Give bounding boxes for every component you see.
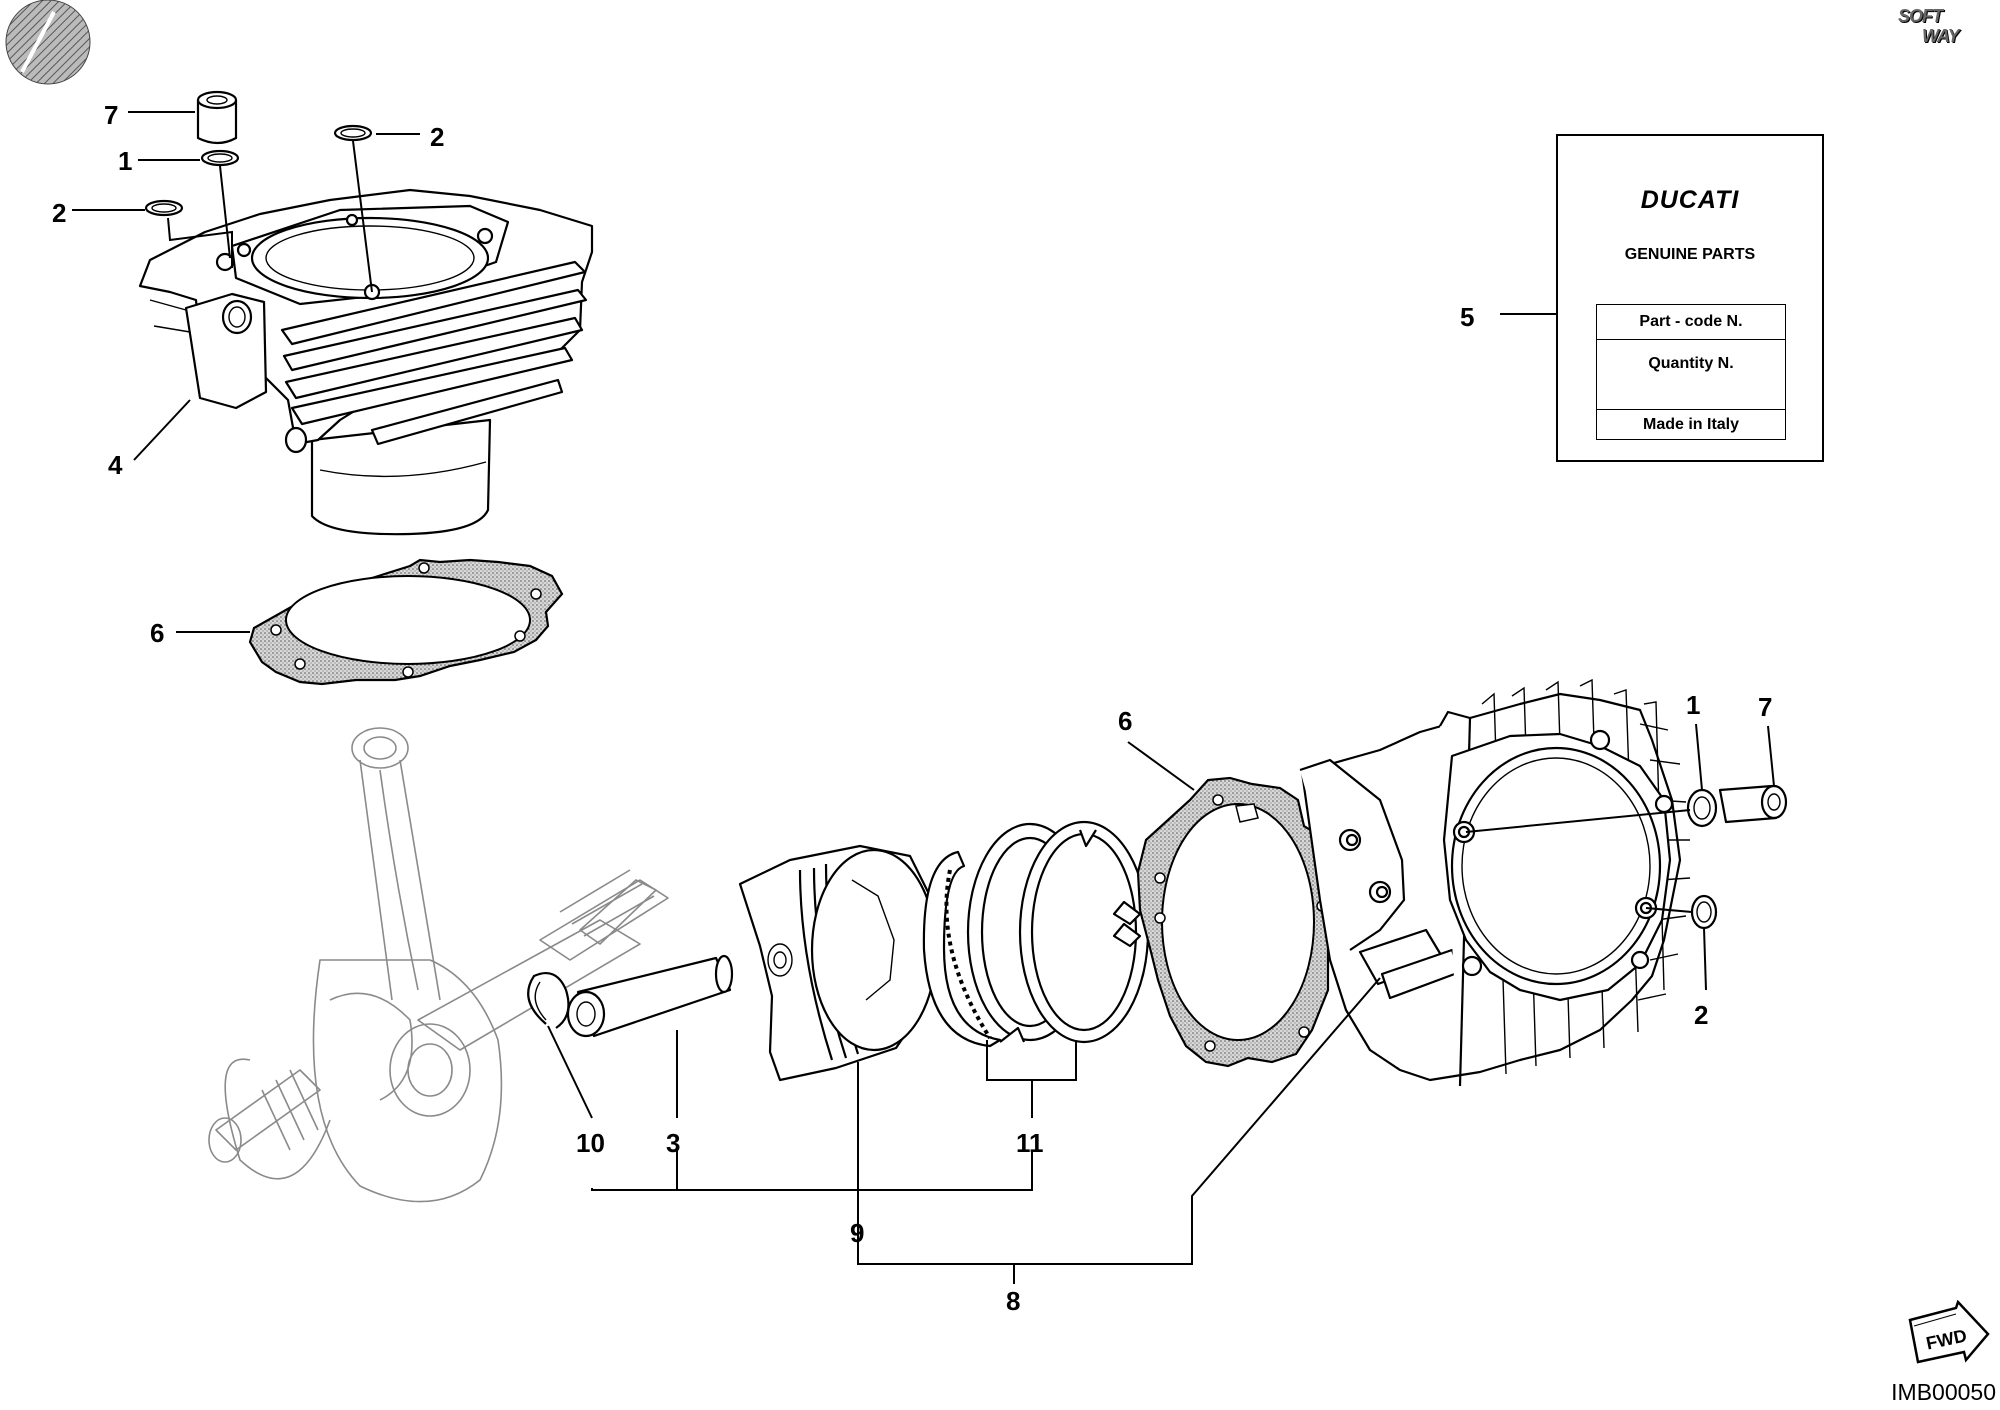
piston (738, 844, 938, 1082)
lower-o-ring-2 (1690, 894, 1718, 930)
piston-rings (922, 820, 1150, 1048)
lower-o-ring-1 (1686, 788, 1718, 828)
vertical-cylinder-drawing (138, 188, 594, 536)
upper-leader-lines (72, 111, 1556, 633)
callout-6-upper: 6 (150, 618, 164, 648)
callout-labels: 7 1 2 2 4 6 5 6 1 7 2 10 3 11 9 8 (52, 100, 1772, 1316)
callout-11: 11 (1016, 1128, 1044, 1158)
upper-o-ring-2-right (333, 124, 373, 142)
circlip (527, 972, 570, 1029)
callout-5: 5 (1460, 302, 1474, 332)
callout-7-upper: 7 (104, 100, 118, 130)
crankshaft-ghost-drawing (208, 727, 669, 1203)
callout-4: 4 (108, 450, 123, 480)
lower-cylinder-base-gasket (1136, 776, 1342, 1068)
callout-8: 8 (1006, 1286, 1020, 1316)
callout-2-lower: 2 (1694, 1000, 1708, 1030)
callout-10: 10 (576, 1128, 605, 1158)
quantity-row: Quantity N. (1648, 355, 1734, 372)
genuine-parts-title: GENUINE PARTS (1624, 246, 1756, 263)
callout-9: 9 (850, 1218, 864, 1248)
forward-direction-icon: FWD (1908, 1300, 1990, 1364)
softway-logo: SOFT WAY (1892, 6, 1992, 54)
callout-7-lower: 7 (1758, 692, 1772, 722)
illustration-reference-code: IMB00050 (1891, 1379, 1996, 1405)
catalogue-disc-icon (5, 0, 91, 85)
upper-cylinder-base-gasket (248, 558, 564, 686)
gudgeon-pin (566, 954, 734, 1038)
callout-1-upper: 1 (118, 146, 132, 176)
callout-6-lower: 6 (1118, 706, 1132, 736)
callout-3: 3 (666, 1128, 680, 1158)
softway-logo-line-1: SOFT (1898, 6, 1943, 26)
parts-label-table: Part - code N. Quantity N. Made in Italy (1596, 304, 1786, 440)
callout-2-upper-left: 2 (52, 198, 66, 228)
lower-leader-lines (547, 723, 1775, 1284)
part-code-row: Part - code N. (1597, 305, 1785, 340)
lower-dowel-bush (1718, 784, 1788, 824)
made-in-italy-row: Made in Italy (1597, 409, 1785, 440)
genuine-parts-label: DUCATI GENUINE PARTS Part - code N. Quan… (1556, 134, 1824, 462)
softway-logo-line-2: WAY (1922, 26, 1960, 46)
upper-o-ring-2-left (144, 199, 184, 217)
ducati-brand-text: DUCATI (1640, 186, 1740, 214)
callout-2-upper-right: 2 (430, 122, 444, 152)
upper-dowel-bush (196, 90, 238, 145)
horizontal-cylinder-drawing (1299, 678, 1691, 1087)
callout-1-lower: 1 (1686, 690, 1700, 720)
upper-o-ring-1 (200, 149, 240, 167)
